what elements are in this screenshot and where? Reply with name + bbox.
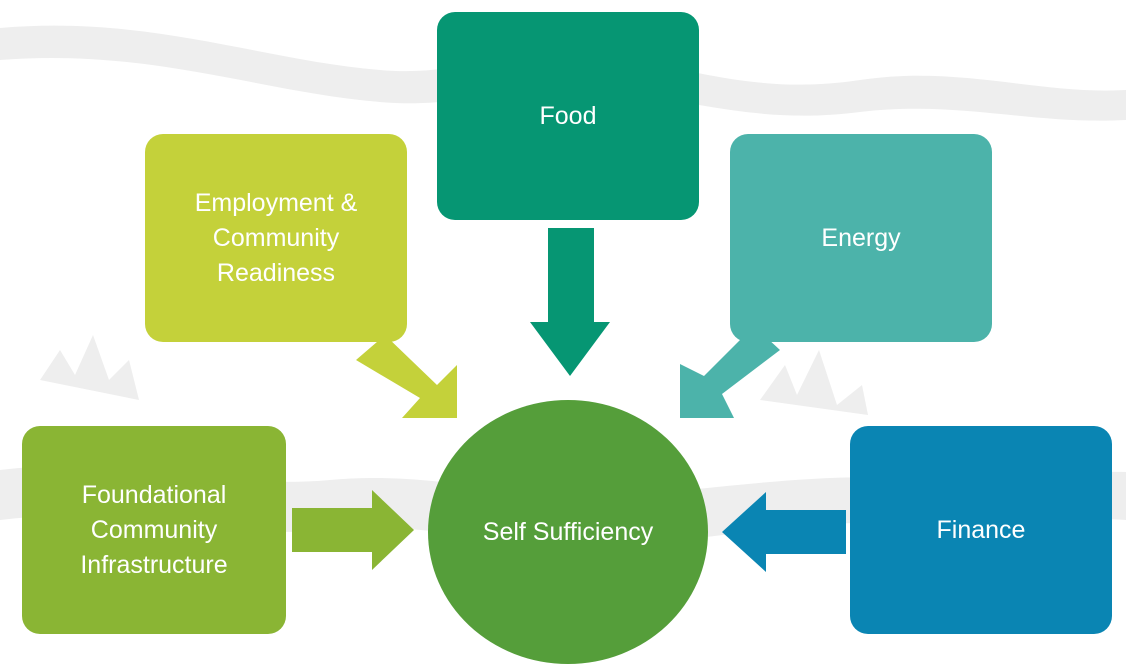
arrow-employment-to-center: [356, 335, 457, 418]
watermark-figure-left: [40, 335, 139, 400]
node-employment-label: Employment & Community Readiness: [194, 188, 358, 287]
node-food: Food: [437, 12, 699, 220]
arrow-foundational-to-center: [292, 490, 414, 570]
arrow-finance-to-center: [722, 492, 846, 572]
node-food-label: Food: [539, 101, 597, 130]
center-node-label: Self Sufficiency: [482, 517, 654, 546]
node-employment: Employment & Community Readiness: [145, 134, 407, 342]
node-foundational-label: Foundational Community Infrastructure: [80, 480, 228, 579]
node-finance-label: Finance: [936, 515, 1026, 544]
arrow-food-to-center: [530, 228, 610, 376]
arrow-energy-to-center: [680, 326, 780, 418]
node-energy-label: Energy: [821, 223, 901, 252]
node-energy: Energy: [730, 134, 992, 342]
node-foundational: Foundational Community Infrastructure: [22, 426, 286, 634]
center-node: Self Sufficiency: [428, 400, 708, 664]
watermark-figure-right: [760, 350, 868, 415]
node-finance: Finance: [850, 426, 1112, 634]
